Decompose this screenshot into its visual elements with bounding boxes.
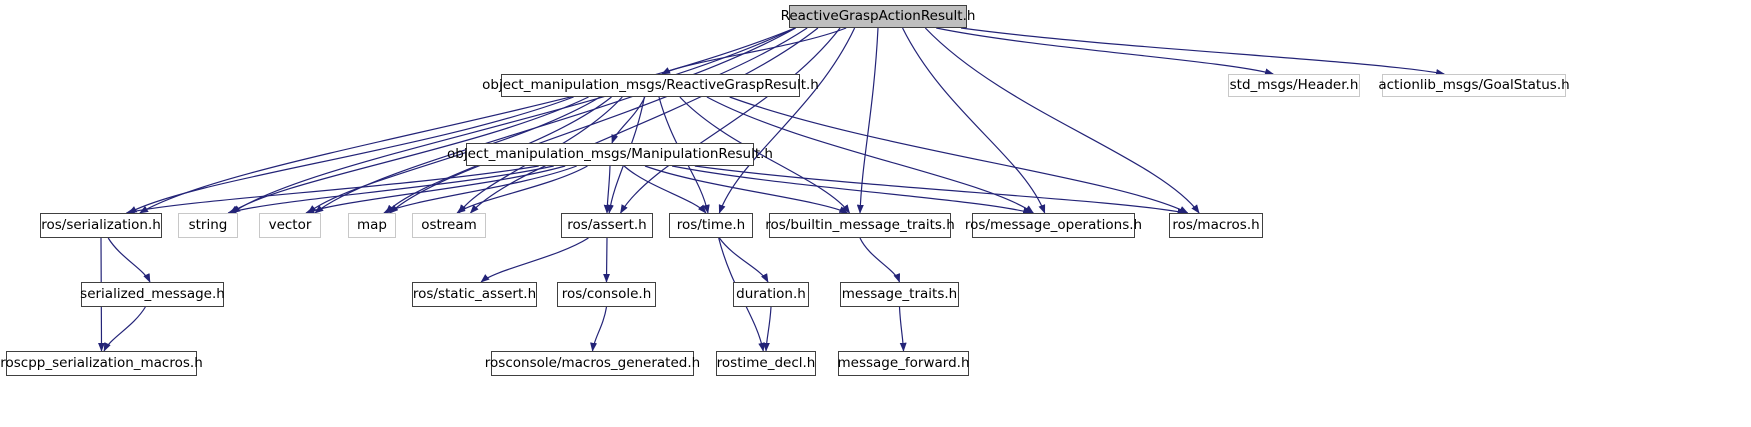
graph-edge bbox=[456, 165, 588, 214]
graph-edge bbox=[469, 27, 819, 214]
graph-node-label: std_msgs/Header.h bbox=[1229, 76, 1359, 93]
graph-edge bbox=[718, 27, 856, 214]
graph-edge bbox=[107, 237, 151, 283]
graph-edge bbox=[305, 165, 566, 214]
graph-edge bbox=[694, 165, 1187, 215]
graph-node[interactable]: string bbox=[178, 213, 238, 238]
graph-node[interactable]: ros/time.h bbox=[669, 213, 753, 238]
graph-node[interactable]: vector bbox=[259, 213, 321, 238]
graph-edge bbox=[480, 237, 589, 283]
graph-node-label: duration.h bbox=[736, 285, 806, 302]
graph-edge bbox=[231, 27, 796, 214]
graph-node-label: ros/macros.h bbox=[1172, 216, 1260, 233]
graph-node-label: message_forward.h bbox=[837, 354, 970, 371]
graph-edge bbox=[603, 237, 611, 283]
graph-node[interactable]: message_traits.h bbox=[840, 282, 959, 307]
graph-node-label: ReactiveGraspActionResult.h bbox=[780, 7, 976, 24]
graph-node-label: ostream bbox=[421, 216, 477, 233]
graph-node-label: roscpp_serialization_macros.h bbox=[0, 354, 203, 371]
graph-edge bbox=[383, 165, 577, 214]
graph-edge bbox=[644, 165, 849, 214]
graph-edge bbox=[125, 165, 539, 215]
graph-node-label: ros/console.h bbox=[561, 285, 652, 302]
graph-node[interactable]: rosconsole/macros_generated.h bbox=[485, 351, 700, 376]
graph-node[interactable]: ros/serialization.h bbox=[40, 213, 162, 238]
graph-node[interactable]: roscpp_serialization_macros.h bbox=[0, 351, 203, 376]
graph-node[interactable]: duration.h bbox=[733, 282, 809, 307]
graph-edge bbox=[924, 27, 1200, 214]
graph-edge bbox=[729, 96, 1189, 214]
graph-node-label: map bbox=[357, 216, 387, 233]
graph-node-label: ros/assert.h bbox=[567, 216, 647, 233]
graph-node-label: ros/static_assert.h bbox=[412, 285, 537, 302]
graph-node-label: ros/builtin_message_traits.h bbox=[765, 216, 955, 233]
graph-edge bbox=[661, 27, 847, 75]
graph-edge bbox=[762, 306, 772, 352]
graph-edge bbox=[389, 27, 808, 214]
graph-edge bbox=[902, 27, 1046, 214]
graph-edge bbox=[103, 306, 146, 352]
graph-node-label: rosconsole/macros_generated.h bbox=[484, 354, 701, 371]
graph-node-label: actionlib_msgs/GoalStatus.h bbox=[1378, 76, 1570, 93]
graph-node-label: object_manipulation_msgs/ManipulationRes… bbox=[447, 145, 773, 162]
graph-node-label: string bbox=[188, 216, 228, 233]
graph-node[interactable]: map bbox=[348, 213, 396, 238]
graph-edge bbox=[898, 306, 907, 352]
graph-node[interactable]: actionlib_msgs/GoalStatus.h bbox=[1378, 74, 1570, 97]
graph-node[interactable]: rostime_decl.h bbox=[716, 351, 816, 376]
graph-edge bbox=[590, 306, 608, 352]
graph-node[interactable]: ros/console.h bbox=[557, 282, 656, 307]
graph-edge bbox=[623, 165, 707, 214]
graph-edge bbox=[671, 165, 1033, 215]
graph-node-label: ros/message_operations.h bbox=[964, 216, 1143, 233]
graph-node[interactable]: ros/builtin_message_traits.h bbox=[765, 213, 955, 238]
graph-node[interactable]: ros/message_operations.h bbox=[965, 213, 1142, 238]
graph-edge bbox=[139, 27, 796, 214]
graph-node[interactable]: ros/static_assert.h bbox=[412, 282, 537, 307]
graph-node[interactable]: object_manipulation_msgs/ReactiveGraspRe… bbox=[482, 74, 819, 97]
graph-edge bbox=[611, 96, 646, 144]
graph-node[interactable]: ostream bbox=[412, 213, 486, 238]
graph-node[interactable]: ReactiveGraspActionResult.h bbox=[781, 5, 975, 28]
graph-node-label: serialized_message.h bbox=[80, 285, 225, 302]
graph-node[interactable]: ros/macros.h bbox=[1169, 213, 1263, 238]
graph-edge bbox=[718, 237, 769, 283]
graph-node-label: ros/serialization.h bbox=[41, 216, 161, 233]
graph-node-label: vector bbox=[268, 216, 312, 233]
graph-node-label: object_manipulation_msgs/ReactiveGraspRe… bbox=[482, 76, 819, 93]
graph-edge bbox=[603, 165, 611, 214]
graph-node[interactable]: message_forward.h bbox=[837, 351, 970, 376]
graph-edge bbox=[856, 27, 879, 214]
graph-edge bbox=[960, 27, 1445, 76]
graph-node[interactable]: std_msgs/Header.h bbox=[1228, 74, 1360, 97]
graph-node-label: ros/time.h bbox=[676, 216, 746, 233]
graph-node-label: rostime_decl.h bbox=[716, 354, 816, 371]
graph-edge bbox=[314, 27, 796, 214]
graph-node[interactable]: serialized_message.h bbox=[80, 282, 225, 307]
graph-node-label: message_traits.h bbox=[841, 285, 958, 302]
graph-node[interactable]: object_manipulation_msgs/ManipulationRes… bbox=[447, 143, 773, 166]
graph-node[interactable]: ros/assert.h bbox=[561, 213, 653, 238]
graph-edge bbox=[936, 27, 1274, 76]
graph-edge bbox=[620, 27, 841, 214]
graph-edge bbox=[859, 237, 901, 283]
graph-edge bbox=[227, 165, 554, 215]
